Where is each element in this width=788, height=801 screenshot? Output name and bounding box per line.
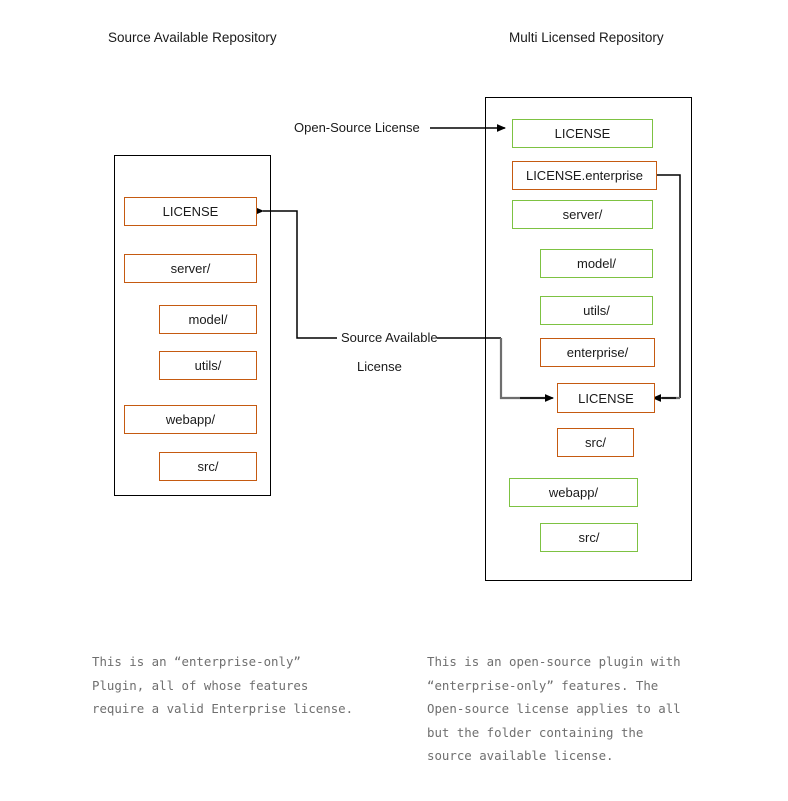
edge-label-open-source-license: Open-Source License bbox=[294, 120, 420, 135]
node-label: enterprise/ bbox=[566, 345, 629, 360]
right-node-webapp-src[interactable]: src/ bbox=[540, 523, 638, 552]
left-node-license[interactable]: LICENSE bbox=[124, 197, 257, 226]
right-node-enterprise-src[interactable]: src/ bbox=[557, 428, 634, 457]
node-label: webapp/ bbox=[548, 485, 599, 500]
left-repo-title: Source Available Repository bbox=[108, 30, 277, 45]
node-label: LICENSE bbox=[578, 390, 634, 406]
right-repo-frame bbox=[485, 97, 692, 581]
edge-label-source-available-line2: License bbox=[357, 359, 402, 374]
right-node-license[interactable]: LICENSE bbox=[512, 119, 653, 148]
right-node-model[interactable]: model/ bbox=[540, 249, 653, 278]
node-label: webapp/ bbox=[165, 412, 216, 427]
edge-label-source-available: Source Available bbox=[341, 330, 438, 345]
node-label: server/ bbox=[562, 207, 603, 222]
right-repo-title: Multi Licensed Repository bbox=[509, 30, 664, 45]
node-label: LICENSE.enterprise bbox=[525, 168, 644, 183]
right-node-webapp[interactable]: webapp/ bbox=[509, 478, 638, 507]
node-label: server/ bbox=[170, 261, 211, 276]
node-label: utils/ bbox=[194, 358, 222, 373]
left-repo-note: This is an “enterprise-only” Plugin, all… bbox=[92, 654, 354, 716]
right-node-enterprise-license[interactable]: LICENSE bbox=[557, 383, 655, 413]
left-repo-frame bbox=[114, 155, 271, 496]
right-node-server[interactable]: server/ bbox=[512, 200, 653, 229]
node-label: model/ bbox=[576, 256, 617, 271]
node-label: utils/ bbox=[583, 303, 610, 318]
node-label: src/ bbox=[197, 459, 219, 474]
node-label: LICENSE bbox=[162, 204, 219, 219]
left-node-model[interactable]: model/ bbox=[159, 305, 257, 334]
node-label: src/ bbox=[578, 530, 600, 545]
right-repo-note: This is an open-source plugin with “ente… bbox=[427, 654, 681, 763]
right-node-utils[interactable]: utils/ bbox=[540, 296, 653, 325]
node-label: src/ bbox=[585, 435, 606, 450]
left-node-utils[interactable]: utils/ bbox=[159, 351, 257, 380]
node-label: LICENSE bbox=[554, 126, 611, 141]
left-node-src[interactable]: src/ bbox=[159, 452, 257, 481]
right-node-enterprise[interactable]: enterprise/ bbox=[540, 338, 655, 367]
left-node-server[interactable]: server/ bbox=[124, 254, 257, 283]
right-node-license-enterprise[interactable]: LICENSE.enterprise bbox=[512, 161, 657, 190]
left-node-webapp[interactable]: webapp/ bbox=[124, 405, 257, 434]
node-label: model/ bbox=[188, 312, 228, 327]
